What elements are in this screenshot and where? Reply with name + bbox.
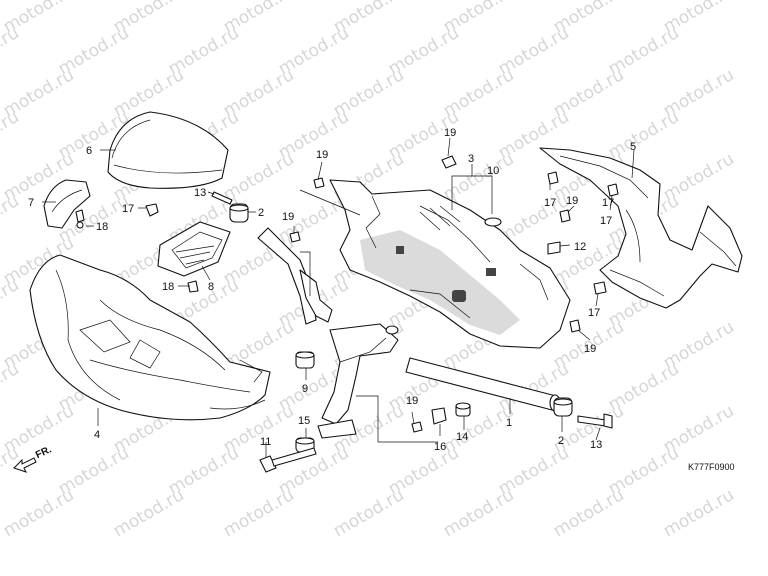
part-4-front-cowl bbox=[29, 254, 271, 421]
front-arrow-icon: FR. bbox=[13, 444, 53, 473]
part-6-visor bbox=[107, 111, 229, 189]
callout-12: 12 bbox=[574, 241, 586, 253]
callout-1: 1 bbox=[506, 417, 512, 429]
callout-16: 16 bbox=[434, 441, 446, 453]
part-14-16 bbox=[431, 402, 471, 425]
callout-17: 17 bbox=[544, 197, 556, 209]
callout-5: 5 bbox=[630, 141, 636, 153]
callout-19: 19 bbox=[584, 343, 596, 355]
diagram-code: K777F0900 bbox=[688, 462, 735, 472]
callout-8: 8 bbox=[208, 281, 214, 293]
callout-19: 19 bbox=[566, 195, 578, 207]
callout-10: 10 bbox=[487, 165, 499, 177]
callout-19: 19 bbox=[406, 395, 418, 407]
part-3-inner-cover bbox=[329, 179, 571, 349]
part-stem bbox=[299, 269, 399, 439]
part-11-bolt bbox=[259, 447, 317, 473]
callout-19: 19 bbox=[316, 149, 328, 161]
callout-7: 7 bbox=[28, 197, 34, 209]
callout-17: 17 bbox=[602, 197, 614, 209]
part-13-bolts bbox=[211, 191, 613, 429]
callout-19: 19 bbox=[444, 127, 456, 139]
part-5-side-cover bbox=[539, 147, 743, 309]
callout-3: 3 bbox=[468, 153, 474, 165]
fasteners bbox=[75, 155, 619, 433]
callout-19: 19 bbox=[282, 211, 294, 223]
front-marker-label: FR. bbox=[34, 444, 53, 461]
callout-15: 15 bbox=[298, 415, 310, 427]
callout-9: 9 bbox=[302, 383, 308, 395]
callout-14: 14 bbox=[456, 431, 468, 443]
callout-17: 17 bbox=[600, 215, 612, 227]
callout-4: 4 bbox=[94, 429, 100, 441]
part-9-collar bbox=[295, 351, 315, 369]
callout-17: 17 bbox=[588, 307, 600, 319]
callout-2: 2 bbox=[558, 435, 564, 447]
callout-2: 2 bbox=[258, 207, 264, 219]
part-8-plate bbox=[157, 221, 231, 277]
part-2-rubber bbox=[229, 203, 573, 417]
callout-13: 13 bbox=[194, 187, 206, 199]
callout-18: 18 bbox=[162, 281, 174, 293]
callout-labels: 1 2 2 3 4 5 6 7 8 9 10 11 12 13 13 14 15… bbox=[28, 127, 636, 453]
part-7-cover bbox=[43, 179, 91, 229]
callout-17: 17 bbox=[122, 203, 134, 215]
callout-18: 18 bbox=[96, 221, 108, 233]
leader-lines bbox=[42, 137, 635, 458]
callout-13: 13 bbox=[590, 439, 602, 451]
callout-6: 6 bbox=[86, 145, 92, 157]
callout-11: 11 bbox=[260, 436, 271, 448]
